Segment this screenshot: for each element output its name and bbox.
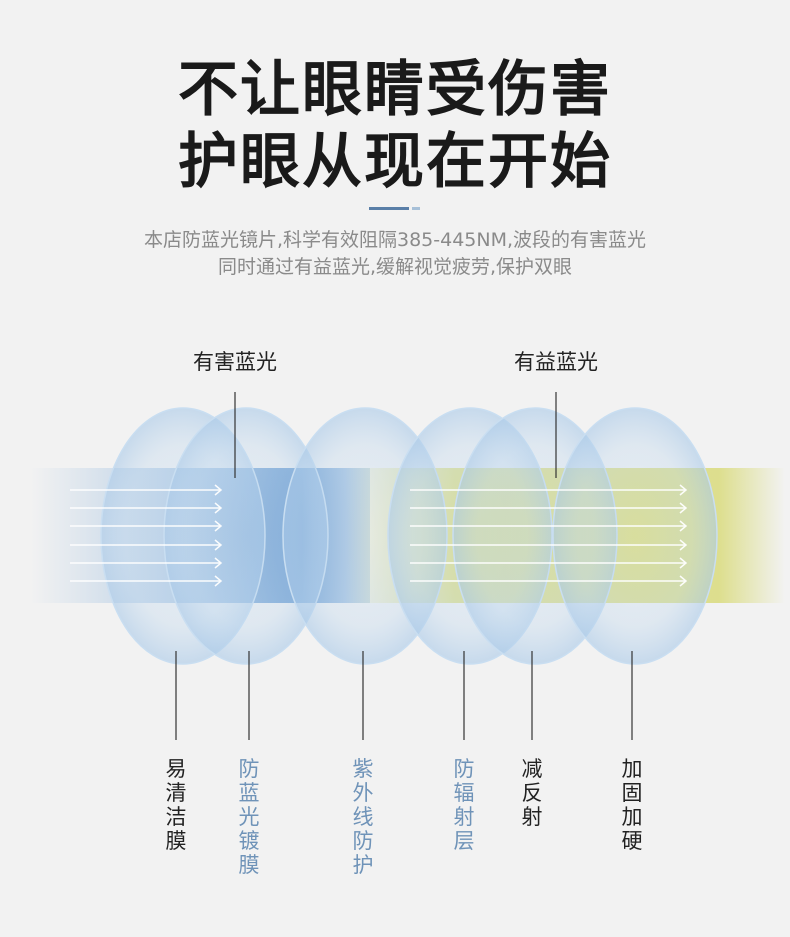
layer-label-hard-coating: 加固加硬 (621, 757, 643, 853)
description-line-1: 本店防蓝光镜片,科学有效阻隔385-445NM,波段的有害蓝光 (143, 229, 647, 251)
layer-label-uv-protection: 紫外线防护 (352, 757, 374, 877)
layer-label-blue-light-coating: 防蓝光镀膜 (238, 757, 260, 877)
harmful-arrows (70, 484, 223, 587)
accent-bar-light (412, 207, 420, 210)
heading-line-2: 护眼从现在开始 (178, 127, 612, 197)
accent-bar-dark (369, 207, 409, 210)
layer-label-anti-radiation: 防辐射层 (453, 757, 475, 853)
layer-label-anti-reflection: 减反射 (521, 757, 543, 829)
layer-pointer-lines (175, 651, 633, 740)
lens-discs (100, 407, 718, 665)
beneficial-arrows (410, 484, 688, 587)
description-line-2: 同时通过有益蓝光,缓解视觉疲劳,保护双眼 (217, 256, 573, 278)
harmful-blue-light-label: 有害蓝光 (193, 350, 277, 374)
beneficial-blue-light-label: 有益蓝光 (514, 350, 598, 374)
layer-label-easy-clean: 易清洁膜 (165, 757, 187, 853)
heading-line-1: 不让眼睛受伤害 (178, 55, 612, 125)
